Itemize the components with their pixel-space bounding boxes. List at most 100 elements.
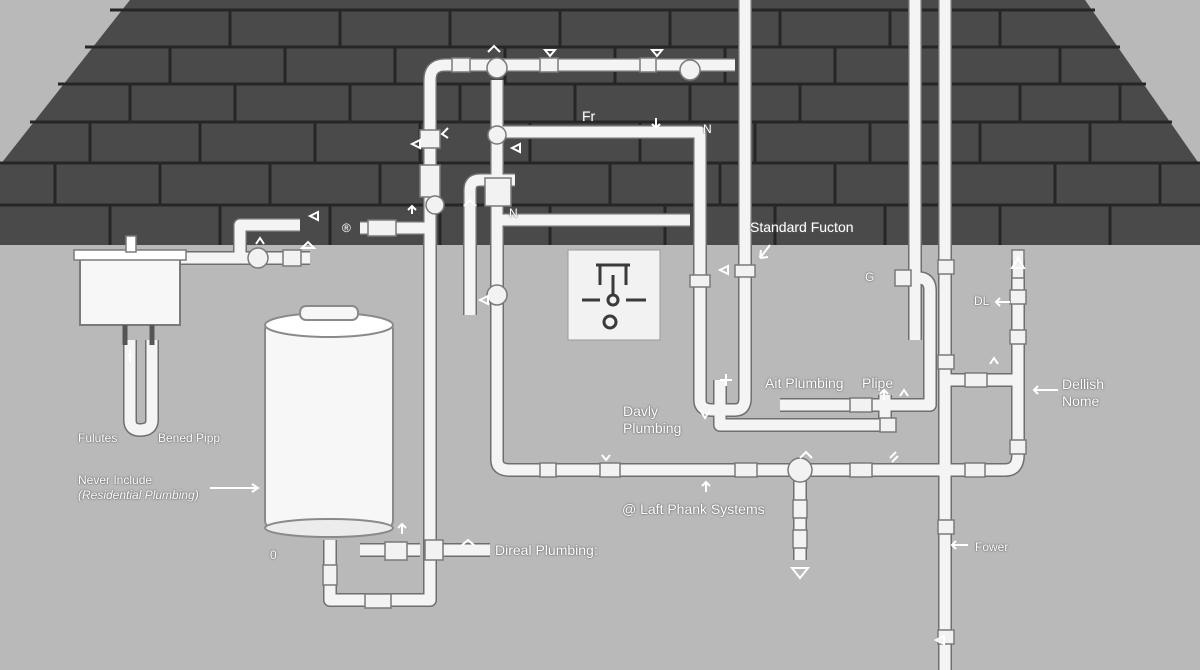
coupling [792, 529, 808, 549]
water-heater-body [264, 319, 394, 531]
coupling [1009, 439, 1027, 455]
water-heater-base [264, 518, 394, 538]
valve-body [486, 284, 508, 306]
short-branch-pipe [464, 174, 515, 315]
coupling [879, 417, 897, 433]
arrow-icon [440, 127, 449, 139]
valve-body [424, 539, 444, 561]
coupling [599, 462, 621, 478]
label-residential-plumbing: (Residential Plumbing) [78, 488, 199, 502]
arrow-icon [1010, 256, 1026, 269]
arrow-icon [407, 204, 417, 214]
arrow-icon [759, 244, 771, 259]
arrow-icon [409, 138, 421, 150]
symbol-inset [567, 249, 661, 341]
valve-body [419, 164, 441, 198]
label-direal-plumbing: Direal Plumbing: [495, 542, 598, 558]
coupling [639, 57, 657, 73]
arrow-icon [307, 210, 319, 222]
label-r-mark: ® [342, 221, 351, 235]
coupling [734, 264, 756, 278]
coupling [849, 462, 873, 478]
arrow-icon [487, 44, 501, 53]
arrow-icon [601, 454, 611, 462]
arrow-icon [128, 350, 132, 362]
sink-drain-legs [122, 325, 155, 345]
label-laft-phank-systems: @ Laft Phank Systems [622, 501, 765, 517]
bened-pipp-trap [124, 340, 158, 436]
arrow-icon [994, 297, 1010, 307]
coupling [367, 219, 397, 237]
tee-fitting [484, 177, 512, 207]
arrow-icon [542, 49, 558, 58]
elbow-fitting [679, 59, 701, 81]
coupling [937, 259, 955, 275]
coupling [849, 397, 873, 413]
arrow-icon [255, 236, 265, 245]
arrow-icon [799, 450, 813, 459]
branch-pipe-upper [497, 0, 751, 416]
label-davly-plumbing-1: Davly [623, 403, 659, 419]
label-g-valve: G [865, 270, 875, 284]
valve-body [384, 541, 408, 561]
arrow-icon [649, 49, 665, 58]
sink-supply-pipe [180, 219, 300, 264]
coupling [937, 354, 955, 370]
coupling [539, 462, 557, 478]
tee-fitting [787, 457, 813, 483]
arrow-icon [509, 142, 521, 154]
coupling [964, 462, 986, 478]
coupling [734, 462, 758, 478]
arrow-icon [989, 356, 999, 365]
coupling [451, 57, 471, 73]
label-bened-pipp: Bened Pipp [158, 431, 221, 445]
label-fulutes: Fulutes [78, 431, 118, 445]
label-fower: Fower [975, 540, 1009, 554]
roof-area [0, 0, 1200, 245]
flow-arrows [128, 44, 1058, 646]
arrow-icon [397, 522, 407, 534]
coupling [1011, 249, 1025, 279]
coupling [282, 249, 302, 267]
coupling [937, 629, 955, 645]
arrow-icon [720, 374, 732, 386]
coupling [689, 274, 711, 288]
elbow-fitting [486, 57, 508, 79]
valve-symbol-icon [582, 263, 646, 330]
sink-faucet [125, 235, 137, 253]
water-heater-lid [299, 305, 359, 321]
arrow-icon [899, 388, 909, 397]
coupling [364, 593, 392, 609]
label-o-mark: 0 [270, 548, 277, 562]
label-dl: DL [974, 294, 990, 308]
arrow-icon [789, 567, 811, 580]
valve-body [419, 129, 441, 149]
coupling [1009, 289, 1027, 305]
arrow-icon [299, 240, 317, 249]
arrow-icon [701, 480, 711, 492]
label-ait-plumbing: Ait Plumbing [765, 375, 844, 391]
arrow-icon [210, 483, 260, 493]
label-plipe: Plipe [862, 375, 894, 391]
coupling [322, 564, 338, 586]
arrow-icon [477, 294, 489, 306]
arrow-icon [651, 118, 661, 130]
tee-fitting [425, 195, 445, 215]
label-fr: Fr [582, 108, 596, 124]
label-standard-fucton: Standard Fucton [750, 219, 854, 235]
arrow-icon [699, 409, 711, 420]
sink-unit [73, 235, 187, 345]
arrow-icon [717, 264, 729, 276]
arrow-icon [933, 634, 945, 646]
arrow-icon [461, 538, 475, 546]
arrow-icon [879, 388, 889, 400]
arrow-icon [889, 451, 899, 463]
sink-basin [79, 254, 181, 326]
valve-body [247, 247, 269, 269]
coupling [792, 499, 808, 519]
coupling [894, 269, 912, 287]
arrow-icon [950, 540, 968, 550]
arrow-icon [463, 198, 477, 207]
arrow-icon [1032, 385, 1058, 395]
